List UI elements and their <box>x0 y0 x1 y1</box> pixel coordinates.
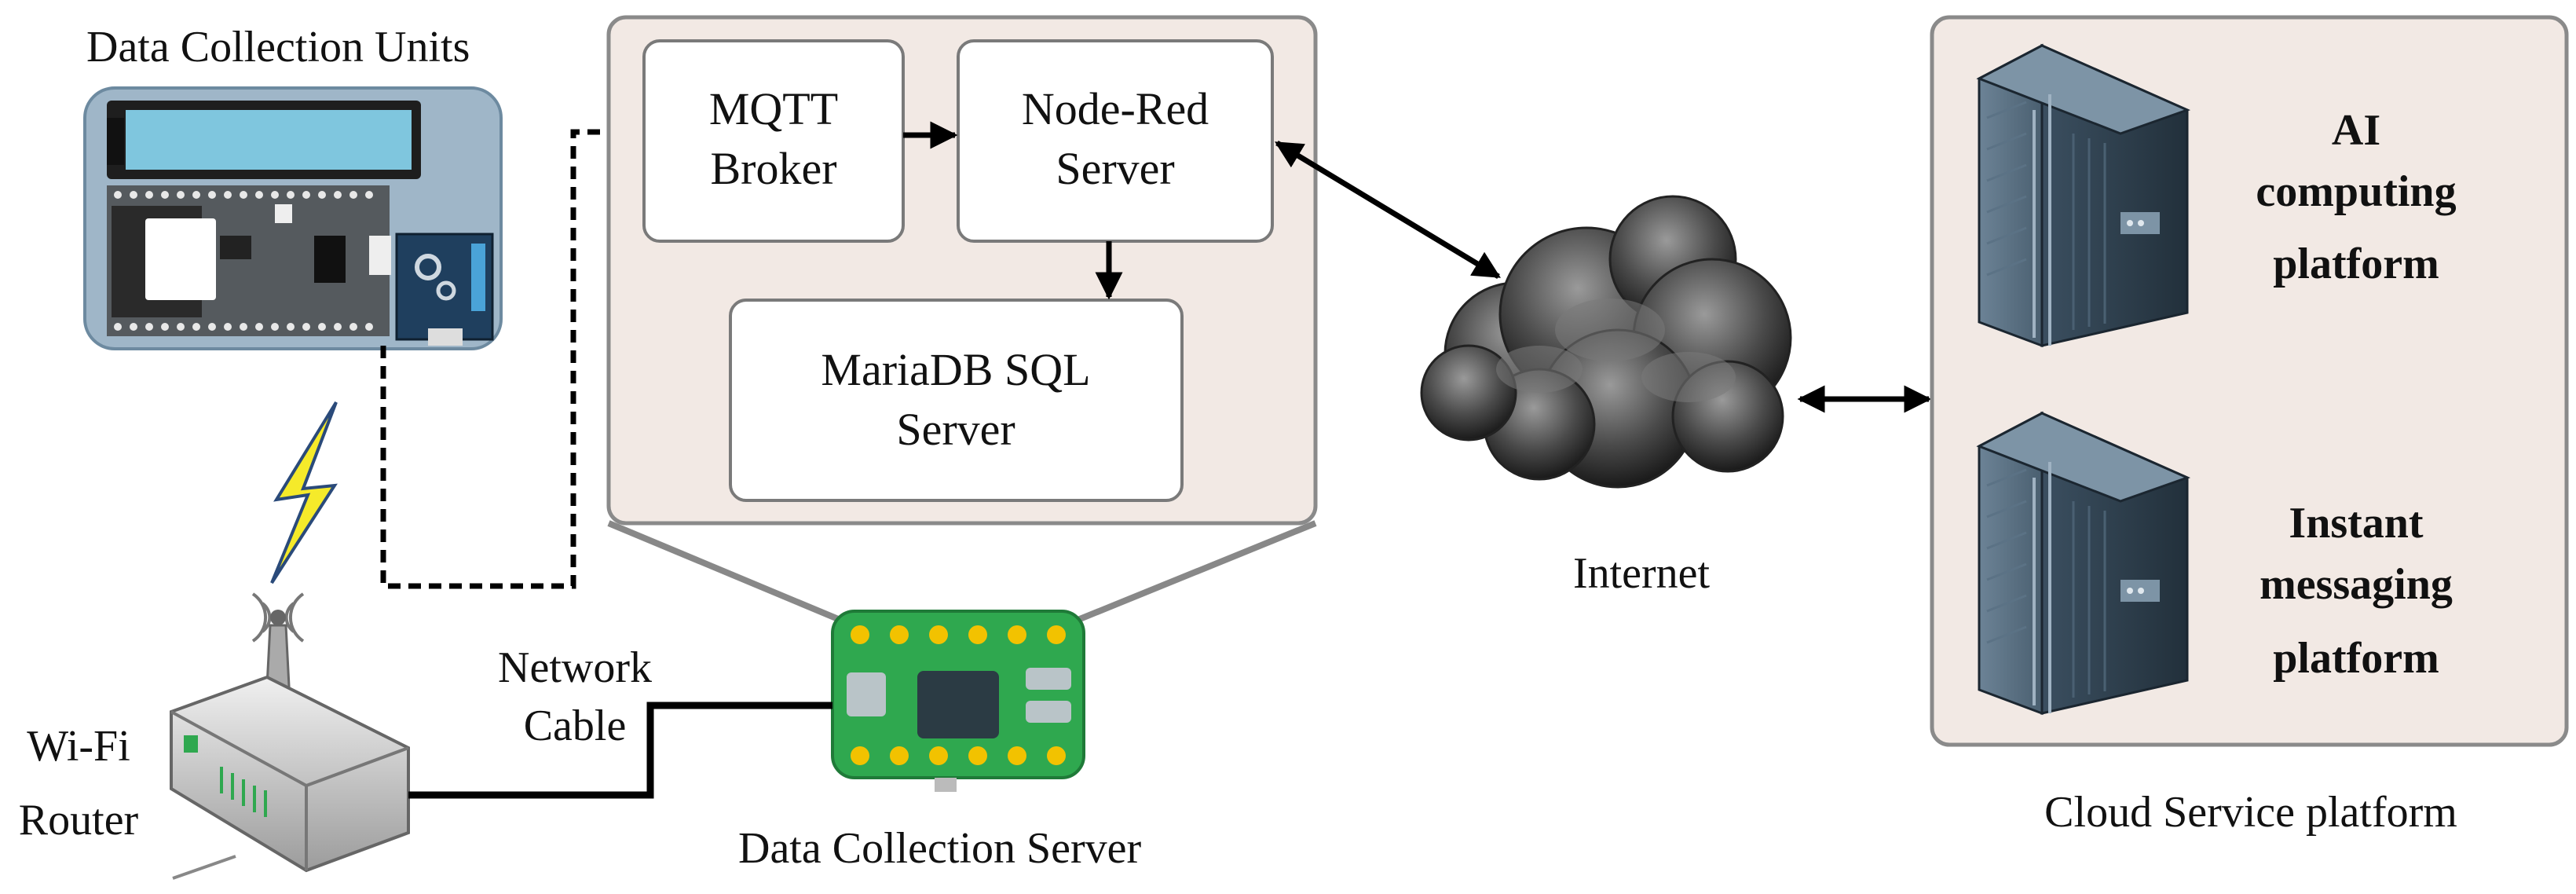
mqtt-label-line1: MQTT <box>709 83 838 134</box>
wifi-router-icon <box>170 592 410 880</box>
mariadb-server-box: MariaDB SQL Server <box>729 299 1184 502</box>
server-rack-icon <box>1976 411 2191 716</box>
mariadb-label-line2: Server <box>896 404 1015 455</box>
nodered-label-line1: Node-Red <box>1022 83 1209 134</box>
im-label-line2: messaging <box>2259 560 2453 609</box>
im-label-line3: platform <box>2273 634 2439 683</box>
cable-label-line2: Cable <box>524 702 627 750</box>
node-red-server-box: Node-Red Server <box>957 39 1274 243</box>
esp32-board-icon <box>83 86 503 350</box>
ai-label-line2: computing <box>2256 167 2456 216</box>
raspberry-pi-board-icon <box>831 610 1085 792</box>
cloud-icon <box>1420 195 1792 489</box>
units-title: Data Collection Units <box>86 23 470 71</box>
ai-label-line3: platform <box>2273 240 2439 288</box>
mqtt-broker-box: MQTT Broker <box>642 39 905 243</box>
mqtt-label-line2: Broker <box>710 143 836 194</box>
ai-label-line1: AI <box>2332 106 2380 155</box>
nodered-label-line2: Server <box>1056 143 1174 194</box>
router-label-line1: Wi-Fi <box>27 722 130 771</box>
im-label-line1: Instant <box>2289 499 2424 548</box>
router-label-line2: Router <box>19 796 139 845</box>
server-caption: Data Collection Server <box>738 824 1142 873</box>
nodered-internet-arrow <box>1275 141 1501 279</box>
lightning-icon <box>270 401 338 584</box>
cloud-caption: Cloud Service platform <box>2044 788 2457 837</box>
cable-label-line1: Network <box>498 643 652 692</box>
internet-label: Internet <box>1573 549 1711 598</box>
panel-funnel-right <box>1074 520 1317 624</box>
wireless-link-dashed <box>380 118 639 589</box>
server-rack-icon <box>1976 43 2191 348</box>
mariadb-label-line1: MariaDB SQL <box>821 344 1090 395</box>
panel-funnel-left <box>607 520 843 624</box>
network-cable-line <box>408 702 832 799</box>
